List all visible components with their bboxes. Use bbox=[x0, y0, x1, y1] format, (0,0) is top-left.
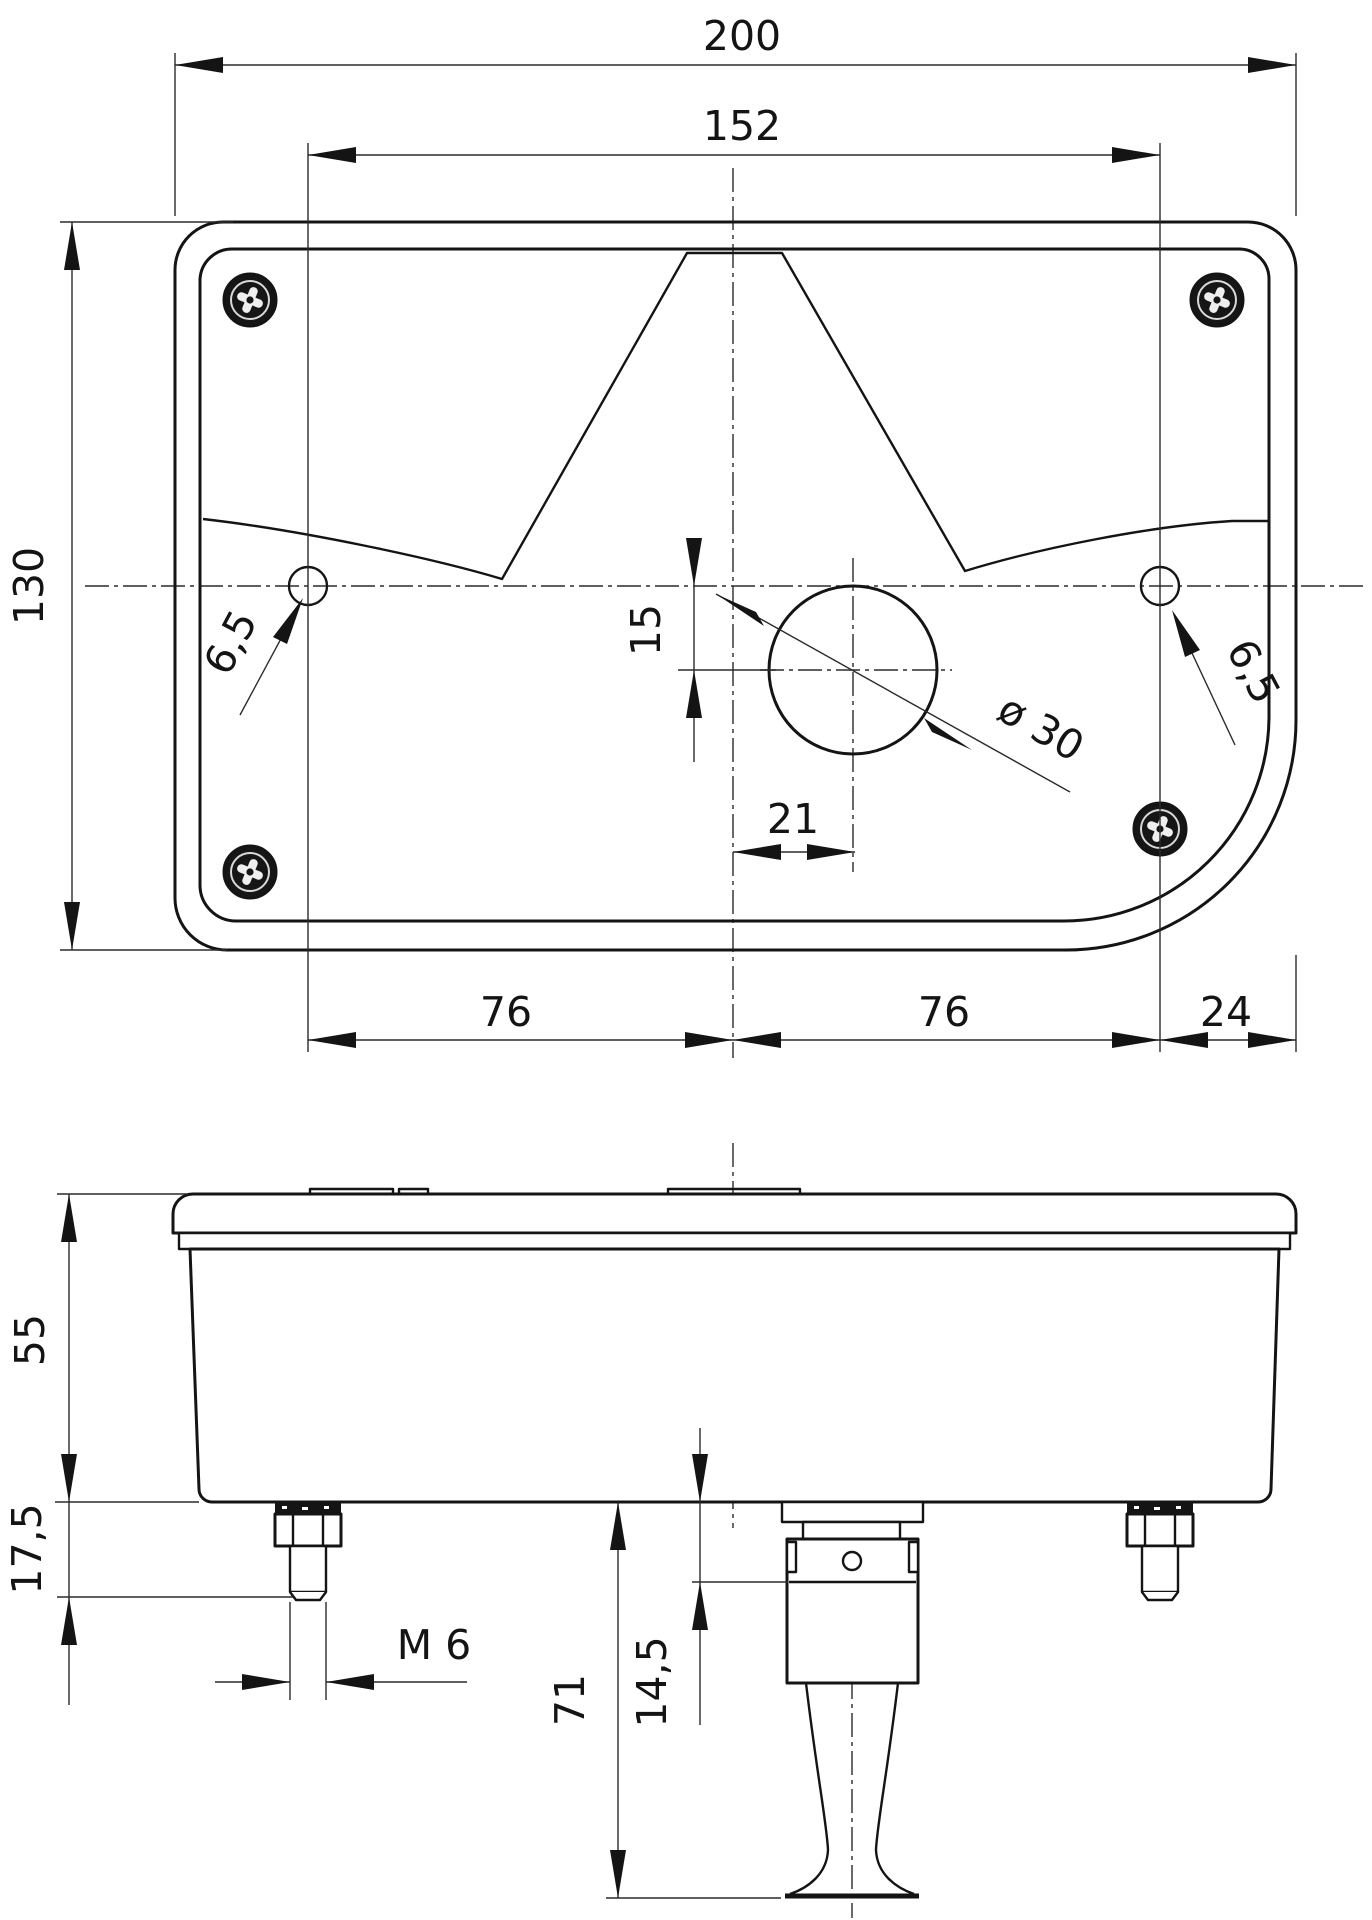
plug-pin-hole bbox=[841, 1550, 863, 1572]
bolt-right-stud bbox=[1140, 1544, 1180, 1594]
housing-inner-edge bbox=[198, 247, 1271, 923]
dim-center-offset-label: 21 bbox=[767, 795, 819, 843]
plug-neck bbox=[801, 1520, 902, 1541]
dim-hole-spacing-label: 152 bbox=[703, 102, 781, 150]
dim-hole-right-label: 6,5 bbox=[1217, 631, 1290, 711]
dim-span-right-label: 76 bbox=[918, 988, 970, 1036]
bolt-right-nut bbox=[1125, 1512, 1195, 1548]
plug-flange bbox=[780, 1500, 925, 1524]
mount-bolt-right bbox=[1125, 1503, 1195, 1602]
plug-assembly bbox=[780, 1500, 925, 1899]
mount-bolt-left bbox=[273, 1503, 343, 1602]
cable-left-edge bbox=[789, 1682, 830, 1896]
housing-outline bbox=[173, 220, 1298, 952]
dim-span-left-label: 76 bbox=[480, 988, 532, 1036]
lid-outline bbox=[171, 1192, 1298, 1235]
bolt-left-stud bbox=[288, 1544, 328, 1594]
side-view-dimensions: 55 17,5 M 6 71 14,5 bbox=[3, 1193, 788, 1899]
lens-divider-line bbox=[202, 251, 1268, 581]
cable-right-edge bbox=[874, 1682, 915, 1896]
dim-hole-left-label: 6,5 bbox=[194, 602, 267, 682]
bolt-left-tip bbox=[289, 1591, 327, 1602]
bolt-right-tip bbox=[1141, 1591, 1179, 1602]
lid-rib-center bbox=[666, 1187, 802, 1194]
lamp-body bbox=[55, 1187, 1298, 1504]
top-view-centerlines bbox=[85, 168, 1368, 1058]
screw-bottom-left bbox=[222, 844, 278, 900]
plug-tab-left bbox=[785, 1540, 798, 1574]
dim-cable-hole-label: ø 30 bbox=[990, 685, 1092, 772]
bolt-left-nut bbox=[273, 1512, 343, 1548]
plug-tab-right bbox=[907, 1540, 920, 1574]
dim-span-edge-label: 24 bbox=[1200, 988, 1252, 1036]
side-view: 55 17,5 M 6 71 14,5 bbox=[3, 1143, 1298, 1918]
plug-block bbox=[785, 1537, 920, 1685]
dim-center-drop-label: 15 bbox=[622, 604, 670, 656]
body-outline bbox=[188, 1247, 1281, 1504]
dim-plug-block-label: 14,5 bbox=[628, 1636, 676, 1727]
dim-height-label: 55 bbox=[6, 1314, 54, 1366]
dim-stud-length-label: 17,5 bbox=[3, 1503, 51, 1594]
lid-lip bbox=[177, 1231, 1292, 1251]
dim-overall-height-label: 130 bbox=[5, 547, 53, 625]
screw-top-right bbox=[1189, 272, 1245, 328]
dim-overall-width-label: 200 bbox=[703, 12, 781, 60]
top-view: 200 152 130 76 76 24 bbox=[5, 12, 1368, 1058]
lid-rib-left bbox=[308, 1187, 430, 1194]
housing-outer-edge bbox=[173, 220, 1298, 952]
screw-top-left bbox=[222, 272, 278, 328]
dim-thread-label: M 6 bbox=[397, 1621, 472, 1669]
dim-plug-length-label: 71 bbox=[546, 1674, 594, 1726]
